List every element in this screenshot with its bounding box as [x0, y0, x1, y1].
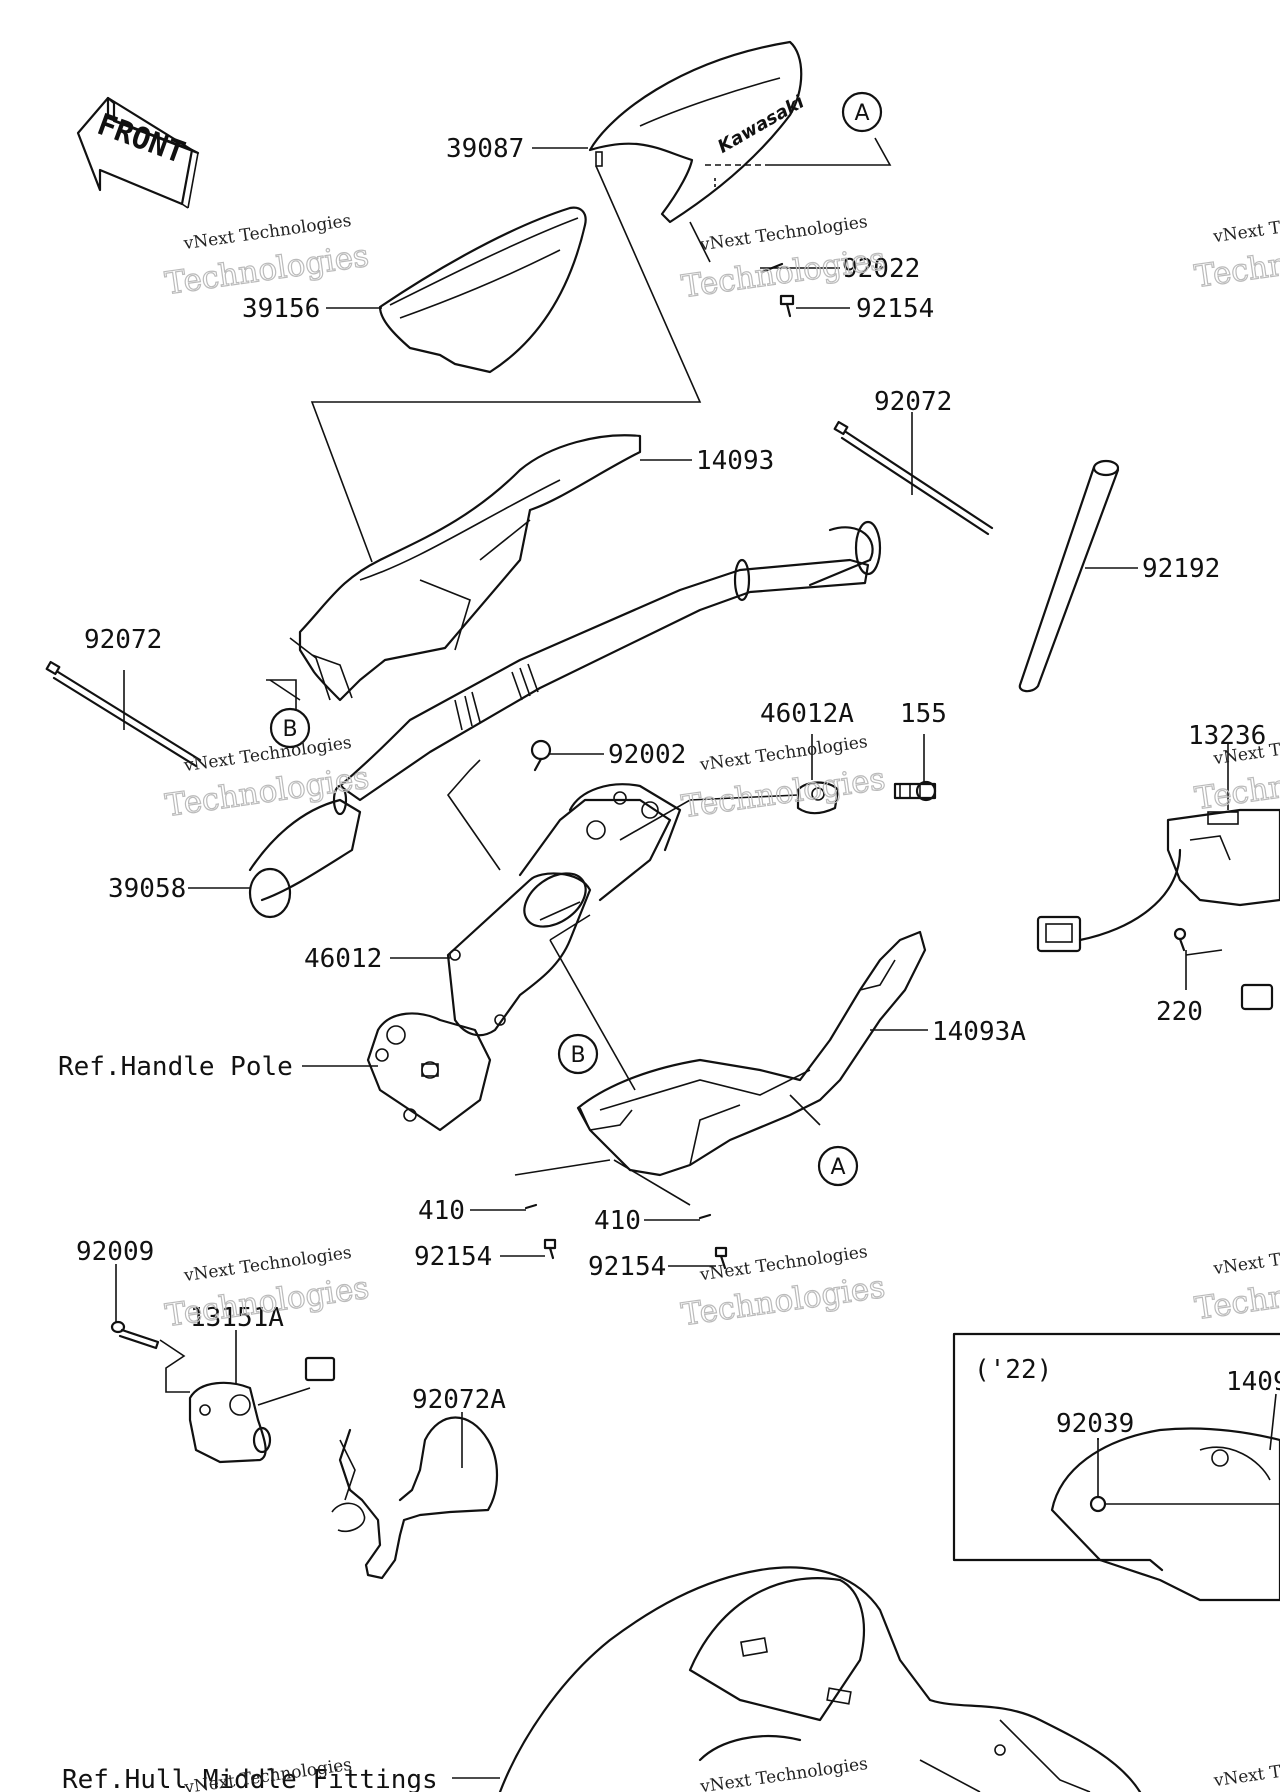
callout-B-left: B	[269, 707, 311, 749]
watermark-2: vNext Technologies Technologies	[679, 212, 888, 306]
front-label: FRONT	[93, 107, 190, 171]
top-cover-39087: Kawasaki	[310, 40, 892, 563]
inset-year-label: ('22)	[974, 1355, 1052, 1385]
bolt-155	[893, 780, 937, 802]
label-220: 220	[1156, 997, 1203, 1027]
screw-220	[1173, 927, 1187, 952]
label-39058: 39058	[108, 874, 186, 904]
screw-92154-right	[714, 1246, 728, 1270]
label-14093A: 14093A	[932, 1017, 1026, 1047]
watermark-12: vNext Technologies	[1212, 1748, 1280, 1791]
bolt-92009	[110, 1320, 160, 1350]
leader-lines	[115, 147, 1277, 1468]
svg-text:vNext Technologies: vNext Technologies	[1212, 1748, 1280, 1791]
handle-pole-base	[366, 1012, 492, 1132]
steering-pole-46012	[446, 759, 682, 1037]
label-92002: 92002	[608, 740, 686, 770]
svg-text:B: B	[282, 717, 297, 742]
label-92072-left: 92072	[84, 625, 162, 655]
label-46012A: 46012A	[760, 699, 854, 729]
leader-B-left-2	[269, 679, 301, 701]
handlebar-cover-14093	[289, 434, 642, 702]
label-92009: 92009	[76, 1237, 154, 1267]
label-92154-left: 92154	[414, 1242, 492, 1272]
svg-text:A: A	[854, 101, 869, 126]
watermark-7: vNext Technologies Technologies	[1192, 204, 1280, 296]
clamp-46012A	[619, 781, 840, 841]
label-92154-top: 92154	[856, 294, 934, 324]
label-14093: 14093	[696, 446, 774, 476]
svg-text:vNext Technologies: vNext Technologies	[698, 1754, 869, 1792]
connector-right	[1240, 983, 1274, 1011]
washer-410-right	[698, 1213, 712, 1220]
cable-tie-92072-left	[45, 660, 202, 768]
bolt-92002	[530, 739, 552, 772]
lanyard-clip-92072A	[331, 1416, 498, 1580]
label-92072-top: 92072	[874, 387, 952, 417]
switch-assembly-13236	[1036, 808, 1280, 953]
label-13151A: 13151A	[190, 1303, 284, 1333]
svg-text:B: B	[570, 1043, 585, 1068]
callout-A-lower: A	[817, 1145, 859, 1187]
label-410-left: 410	[418, 1196, 465, 1226]
handlebar-39058	[248, 520, 882, 919]
watermark-11: vNext Technologies	[698, 1754, 869, 1792]
front-direction-arrow: FRONT	[76, 96, 200, 209]
svg-text:vNext Technologies: vNext Technologies	[1211, 204, 1280, 247]
watermark-6: vNext Technologies Technologies	[678, 1242, 887, 1334]
label-92039: 92039	[1056, 1409, 1134, 1439]
label-410-right: 410	[594, 1206, 641, 1236]
label-13236: 13236	[1188, 721, 1266, 751]
label-46012: 46012	[304, 944, 382, 974]
label-155: 155	[900, 699, 947, 729]
watermark-9: vNext Technologies Technologies	[1192, 1236, 1280, 1328]
screw-92154-left	[543, 1238, 557, 1260]
washer-410-left	[524, 1203, 538, 1210]
leader-B-left	[266, 679, 297, 710]
callout-B-lower: B	[557, 1033, 599, 1075]
watermark-3: vNext Technologies Technologies	[163, 733, 372, 825]
cover-39156	[378, 206, 587, 374]
svg-text:A: A	[830, 1155, 845, 1180]
watermark-1: vNext Technologies Technologies	[162, 211, 371, 303]
lower-cover-14093A	[549, 930, 927, 1177]
label-ref-hull-fittings: Ref.Hull Middle Fittings	[62, 1765, 438, 1792]
label-92022: 92022	[842, 254, 920, 284]
watermark-4: vNext Technologies Technologies	[679, 732, 888, 826]
callout-A-top: A	[841, 91, 883, 133]
label-39156: 39156	[242, 294, 320, 324]
cable-tie-92072-top	[833, 420, 994, 536]
label-92154-right: 92154	[588, 1252, 666, 1282]
tube-92192	[1018, 459, 1120, 693]
label-92072A: 92072A	[412, 1385, 506, 1415]
screw-92154-top	[779, 294, 795, 318]
svg-text:vNext Technologies: vNext Technologies	[1211, 1236, 1280, 1279]
watermark-5: vNext Technologies Technologies	[163, 1243, 372, 1335]
label-ref-handle-pole: Ref.Handle Pole	[58, 1052, 293, 1082]
switch-13151A	[159, 1339, 336, 1464]
label-39087: 39087	[446, 134, 524, 164]
hull-deck	[452, 1566, 1142, 1792]
label-92192: 92192	[1142, 554, 1220, 584]
label-1409: 1409	[1226, 1367, 1280, 1397]
